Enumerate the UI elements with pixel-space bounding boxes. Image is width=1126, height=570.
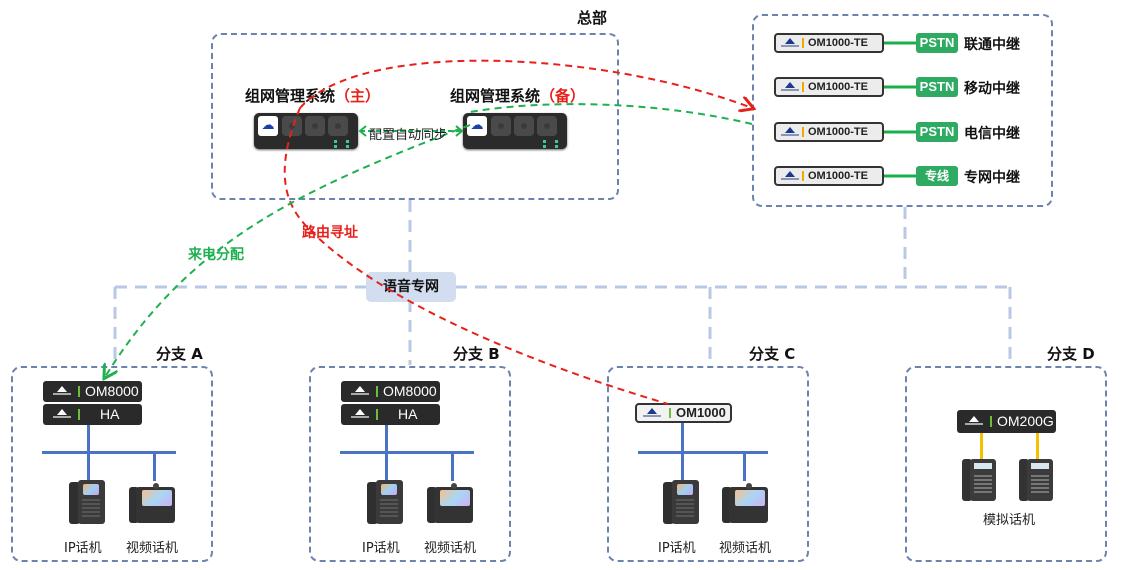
backup-role: （备） xyxy=(540,87,586,105)
backup-system-name: 组网管理系统 xyxy=(450,87,541,105)
video-phone-icon xyxy=(129,483,175,523)
newrock-logo-icon xyxy=(53,409,71,419)
newrock-logo-icon xyxy=(781,38,799,48)
trunk-label: 联通中继 xyxy=(964,37,1020,53)
trunk-gateway[interactable]: OM1000-TE xyxy=(774,33,884,53)
sync-label-overlay: 配置自动同步 xyxy=(369,128,448,143)
branch-b-title: 分支 B xyxy=(453,345,500,363)
status-led xyxy=(543,145,546,148)
status-led xyxy=(346,145,349,148)
phone-label: 视频话机 xyxy=(719,541,772,556)
routing-label: 路由寻址 xyxy=(302,225,358,241)
analog-line xyxy=(1036,433,1039,460)
cloud-icon: ☁ xyxy=(467,116,487,136)
drive-bay xyxy=(514,116,534,136)
branch-b-ha[interactable]: HA xyxy=(341,404,440,425)
branch-c-om1000[interactable]: OM1000 xyxy=(635,403,732,423)
lan-link xyxy=(87,425,90,485)
trunk-gateway[interactable]: OM1000-TE xyxy=(774,166,884,186)
lan-link xyxy=(385,425,388,485)
branch-a-ha[interactable]: HA xyxy=(43,404,142,425)
backup-system-label: 组网管理系统（备） xyxy=(450,85,585,106)
trunk-type-tag: 专线 xyxy=(916,166,958,186)
trunk-type-tag: PSTN xyxy=(916,122,958,142)
analog-phone-icon xyxy=(1019,459,1053,501)
lan-link xyxy=(153,451,156,481)
device-model: OM8000 xyxy=(85,383,139,399)
newrock-logo-icon xyxy=(351,409,369,419)
cloud-icon: ☁ xyxy=(258,116,278,136)
device-model: OM1000-TE xyxy=(808,126,868,138)
lan-bus xyxy=(638,451,768,454)
phone-label: IP话机 xyxy=(658,541,696,556)
drive-bay xyxy=(328,116,348,136)
status-led xyxy=(334,145,337,148)
video-phone-icon xyxy=(427,483,473,523)
branch-d-om200g[interactable]: OM200G xyxy=(957,410,1056,433)
analog-phone-icon xyxy=(962,459,996,501)
phone-label: IP话机 xyxy=(362,541,400,556)
device-model: OM1000 xyxy=(676,405,726,420)
device-model: OM200G xyxy=(997,413,1054,429)
newrock-logo-icon xyxy=(643,408,661,418)
device-model: OM1000-TE xyxy=(808,170,868,182)
lan-link xyxy=(681,423,684,485)
branch-d-box xyxy=(905,366,1107,562)
primary-system-label: 组网管理系统（主） xyxy=(245,85,380,106)
status-led xyxy=(346,140,349,143)
drive-bay xyxy=(491,116,511,136)
status-led xyxy=(334,140,337,143)
branch-d-title: 分支 D xyxy=(1047,345,1095,363)
newrock-logo-icon xyxy=(781,82,799,92)
newrock-logo-icon xyxy=(781,171,799,181)
backup-management-server[interactable]: ☁ xyxy=(463,113,567,149)
phone-label: 视频话机 xyxy=(126,541,179,556)
analog-line xyxy=(980,433,983,460)
newrock-logo-icon xyxy=(781,127,799,137)
ip-phone-icon xyxy=(663,480,699,524)
lan-link xyxy=(743,451,746,481)
device-model: HA xyxy=(100,406,120,422)
primary-system-name: 组网管理系统 xyxy=(245,87,336,105)
newrock-logo-icon xyxy=(351,386,369,396)
trunk-type-tag: PSTN xyxy=(916,33,958,53)
device-model: OM8000 xyxy=(383,383,437,399)
status-led xyxy=(555,140,558,143)
ip-phone-icon xyxy=(69,480,105,524)
trunk-type-tag: PSTN xyxy=(916,77,958,97)
hq-title: 总部 xyxy=(577,9,608,27)
voice-network-label: 语音专网 xyxy=(366,272,456,302)
lan-bus xyxy=(42,451,176,454)
drive-bay xyxy=(282,116,302,136)
branch-c-box xyxy=(607,366,809,562)
trunk-label: 专网中继 xyxy=(964,170,1020,186)
trunk-label: 电信中继 xyxy=(964,126,1020,142)
primary-role: （主） xyxy=(335,87,381,105)
trunk-label: 移动中继 xyxy=(964,81,1020,97)
primary-management-server[interactable]: ☁ xyxy=(254,113,358,149)
trunk-gateway[interactable]: OM1000-TE xyxy=(774,77,884,97)
trunk-gateway[interactable]: OM1000-TE xyxy=(774,122,884,142)
status-led xyxy=(543,140,546,143)
call-distribution-label: 来电分配 xyxy=(188,247,244,263)
video-phone-icon xyxy=(722,483,768,523)
drive-bay xyxy=(537,116,557,136)
newrock-logo-icon xyxy=(965,416,983,426)
phone-label: 模拟话机 xyxy=(983,513,1036,528)
phone-label: 视频话机 xyxy=(424,541,477,556)
device-model: HA xyxy=(398,406,418,422)
lan-bus xyxy=(340,451,474,454)
branch-a-title: 分支 A xyxy=(156,345,203,363)
drive-bay xyxy=(305,116,325,136)
branch-c-title: 分支 C xyxy=(749,345,796,363)
lan-link xyxy=(451,451,454,481)
device-model: OM1000-TE xyxy=(808,37,868,49)
status-led xyxy=(555,145,558,148)
ip-phone-icon xyxy=(367,480,403,524)
phone-label: IP话机 xyxy=(64,541,102,556)
newrock-logo-icon xyxy=(53,386,71,396)
branch-a-om8000[interactable]: OM8000 xyxy=(43,381,142,402)
branch-b-om8000[interactable]: OM8000 xyxy=(341,381,440,402)
device-model: OM1000-TE xyxy=(808,81,868,93)
